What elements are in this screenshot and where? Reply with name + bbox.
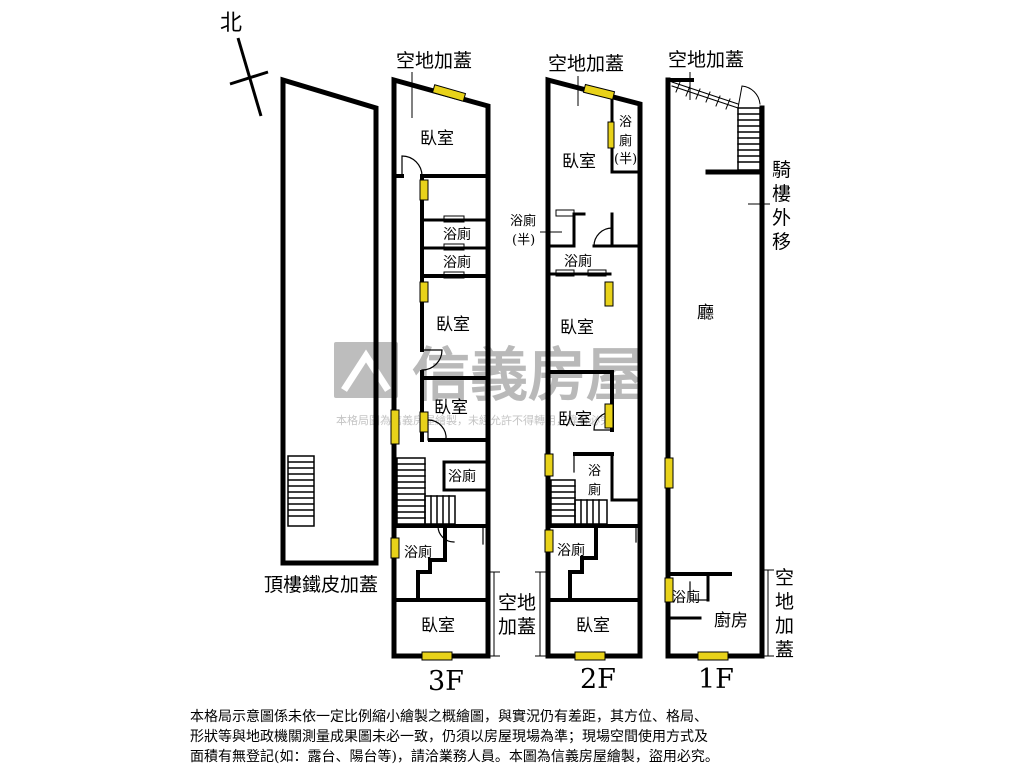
floor-1f-labels: 空地加蓋 騎 樓 外 移 廳 浴廁 廚房 1F 空 地 加 蓋 [668, 49, 794, 695]
floor-3f-bedroom-2: 臥室 [436, 315, 470, 335]
floor-3f-bedroom-1: 臥室 [420, 129, 454, 149]
watermark: 信義房屋 本格局圖為信義房屋繪製，未經允許不得轉用，違者必究 [334, 341, 644, 427]
roof-outline [280, 76, 379, 566]
floor-1f [664, 77, 765, 661]
floor-3f-bath-3: 浴廁 [448, 468, 476, 485]
floor-1f-bath: 浴廁 [672, 589, 700, 606]
floor-3f-bedroom-4: 臥室 [421, 616, 455, 636]
floor-1f-side-addition-1: 空 [775, 567, 794, 589]
floor-1f-side-addition-4: 蓋 [775, 639, 794, 661]
floor-3f-bath-1: 浴廁 [443, 226, 471, 243]
floor-2f-half-bath-1b: 廁 [619, 133, 632, 149]
roof-label: 頂樓鐵皮加蓋 [264, 574, 378, 596]
floor-2f-bath-2a: 浴 [588, 464, 601, 479]
floor-2f-half-bath-2b: (半) [512, 233, 535, 248]
floor-1f-side-addition-3: 加 [775, 615, 794, 637]
floor-1f-arcade-3: 外 [772, 207, 791, 229]
floor-2f-window-icons [544, 83, 616, 661]
floor-2f-bath-2b: 廁 [588, 482, 601, 498]
floor-1f-outline [665, 77, 765, 659]
floor-3f-bath-2: 浴廁 [443, 254, 471, 271]
north-label: 北 [220, 11, 242, 36]
floor-3f-label: 3F [428, 666, 464, 697]
floor-1f-arcade-4: 移 [772, 231, 791, 253]
floor-3f-bath-4: 浴廁 [404, 544, 432, 561]
floor-2f-half-bath-1c: (半) [614, 152, 637, 167]
floor-2f-bedroom-3: 臥室 [558, 410, 592, 430]
disclaimer-text: 本格局示意圖係未依一定比例縮小繪製之概繪圖，與實況仍有差距，其方位、格局、 形狀… [190, 709, 719, 765]
watermark-brand: 信義房屋 [412, 341, 644, 409]
floor-2f-half-bath-2a: 浴廁 [510, 213, 536, 229]
floor-1f-arcade-2: 樓 [772, 183, 791, 205]
floor-1f-side-addition-2: 地 [775, 591, 794, 613]
roof-plan [280, 76, 379, 566]
compass: 北 [220, 11, 269, 117]
floor-2f-bath-1: 浴廁 [564, 253, 592, 270]
floor-2f-half-bath-1a: 浴 [619, 115, 632, 130]
floor-1f-top-addition: 空地加蓋 [668, 49, 744, 71]
floor-2f-top-addition: 空地加蓋 [548, 53, 624, 75]
floor-2f-bedroom-2: 臥室 [560, 318, 594, 338]
floor-1f-hall: 廳 [697, 303, 714, 323]
floor-1f-label: 1F [698, 664, 734, 695]
floor-3f-side-addition-2: 加蓋 [498, 616, 536, 638]
floor-1f-arcade-1: 騎 [772, 159, 791, 181]
floor-2f-labels: 空地加蓋 臥室 浴 廁 (半) 浴廁 (半) 浴廁 臥室 臥室 浴 廁 浴廁 臥… [510, 53, 637, 695]
floor-2f [544, 76, 643, 661]
watermark-notice: 本格局圖為信義房屋繪製，未經允許不得轉用，違者必究 [336, 413, 611, 427]
floor-3f-stair-icon [396, 457, 456, 525]
floor-2f-label: 2F [580, 664, 616, 695]
floor-3f-top-addition: 空地加蓋 [396, 50, 472, 72]
brand-logo-icon [334, 342, 398, 398]
floor-3f-labels: 空地加蓋 臥室 浴廁 浴廁 臥室 臥室 浴廁 浴廁 臥室 3F 空地 加蓋 [396, 50, 536, 697]
floor-3f-bedroom-3: 臥室 [434, 398, 468, 418]
floor-1f-stair-icon [737, 107, 761, 171]
floor-1f-kitchen: 廚房 [714, 610, 748, 631]
roof-stair-icon [287, 455, 315, 527]
floor-2f-bedroom-1: 臥室 [562, 152, 596, 172]
floor-3f-side-addition-1: 空地 [498, 592, 536, 614]
floor-3f [390, 76, 491, 661]
floor-2f-bath-3: 浴廁 [557, 542, 585, 559]
floor-2f-bedroom-4: 臥室 [576, 616, 610, 636]
floor-3f-window-icons [390, 84, 467, 661]
floor-1f-window-icons [664, 457, 729, 661]
